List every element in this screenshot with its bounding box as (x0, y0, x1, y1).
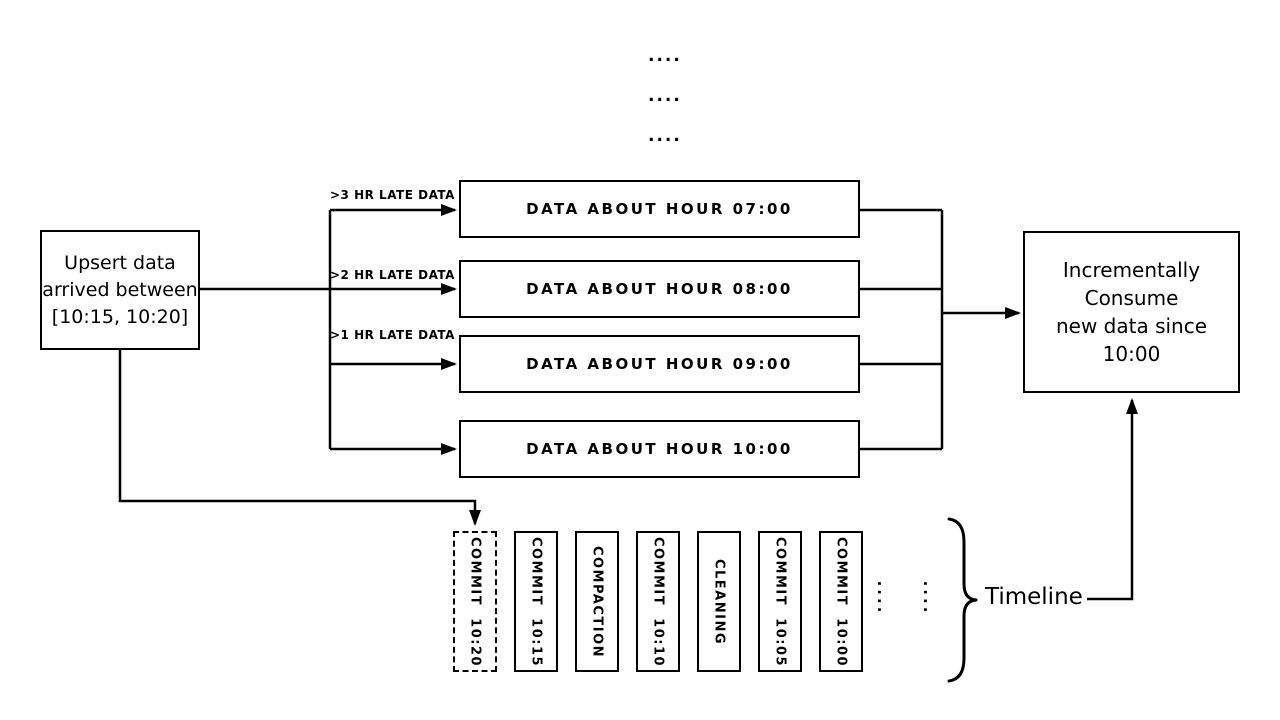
data-hour-0900-box: DATA ABOUT HOUR 09:00 (459, 335, 860, 393)
continuation-dots-row: .... (648, 46, 682, 66)
commit-10-00-box: COMMIT 10:00 (819, 531, 863, 672)
data-hour-0800-box: DATA ABOUT HOUR 08:00 (459, 260, 860, 318)
compaction-label: COMPACTION (589, 545, 605, 658)
commit-10-05-label: COMMIT 10:05 (772, 536, 788, 667)
late-data-label-3hr: >3 HR LATE DATA (330, 188, 455, 202)
cleaning-label: CLEANING (711, 558, 727, 645)
continuation-dots-row: .... (648, 126, 682, 146)
arrow-to-commit-1020 (118, 350, 481, 526)
incremental-consume-box: Incrementally Consume new data since 10:… (1023, 231, 1240, 393)
commit-10-10-label: COMMIT 10:10 (650, 536, 666, 667)
commit-10-20-label: COMMIT 10:20 (467, 536, 483, 667)
data-hour-0700-box: DATA ABOUT HOUR 07:00 (459, 180, 860, 238)
commit-10-05-box: COMMIT 10:05 (758, 531, 802, 672)
continuation-dots-row: .... (648, 86, 682, 106)
brace-icon (947, 517, 978, 683)
commit-10-20-box: COMMIT 10:20 (453, 531, 497, 672)
cleaning-box: CLEANING (697, 531, 741, 672)
commit-10-10-box: COMMIT 10:10 (636, 531, 680, 672)
commit-10-00-label: COMMIT 10:00 (833, 536, 849, 667)
commit-10-15-label: COMMIT 10:15 (528, 536, 544, 667)
late-data-label-2hr: >2 HR LATE DATA (330, 268, 455, 282)
upsert-data-box: Upsert data arrived between [10:15, 10:2… (40, 230, 200, 350)
arrow-timeline-to-consumer (1087, 398, 1138, 601)
data-hour-1000-box: DATA ABOUT HOUR 10:00 (459, 420, 860, 478)
late-data-label-1hr: >1 HR LATE DATA (330, 328, 455, 342)
timeline-ellipsis-dots: .... (920, 580, 938, 616)
compaction-box: COMPACTION (575, 531, 619, 672)
commit-10-15-box: COMMIT 10:15 (514, 531, 558, 672)
timeline-label: Timeline (985, 584, 1083, 610)
timeline-ellipsis-dots: .... (874, 580, 892, 616)
